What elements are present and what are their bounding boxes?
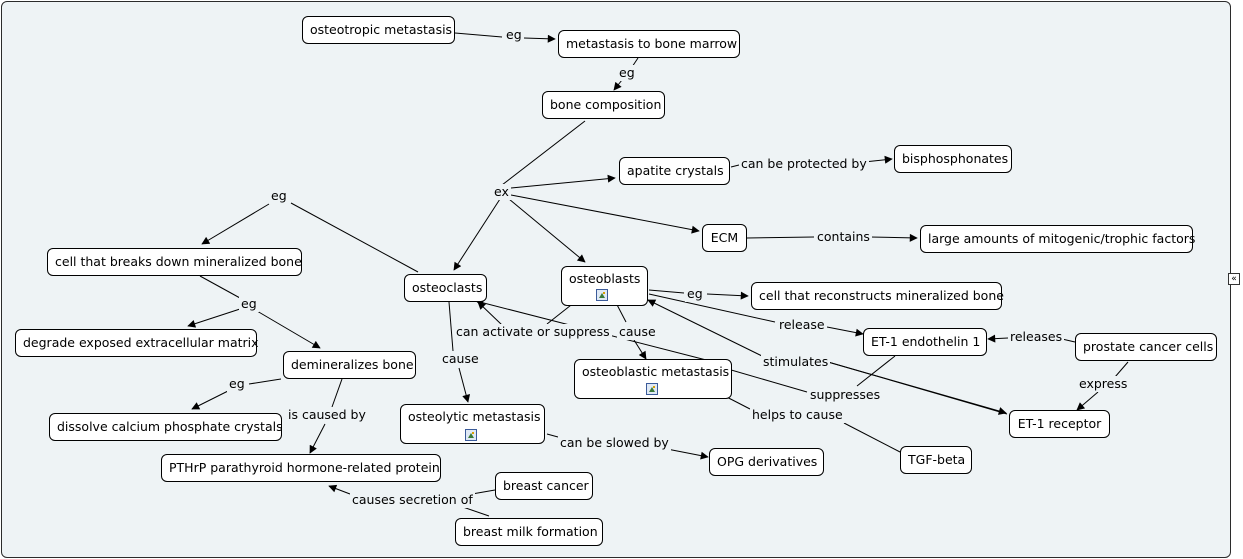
- concept-cell-breaks-down-bone[interactable]: cell that breaks down mineralized bone: [47, 248, 302, 276]
- concept-bone-composition[interactable]: bone composition: [542, 91, 665, 119]
- link-label-eg: eg: [269, 188, 289, 204]
- concept-et1-endothelin[interactable]: ET-1 endothelin 1: [863, 328, 987, 356]
- concept-breast-milk-formation[interactable]: breast milk formation: [455, 518, 603, 546]
- link-label-eg: eg: [504, 27, 524, 43]
- concept-mitogenic-trophic-factors[interactable]: large amounts of mitogenic/trophic facto…: [920, 225, 1195, 253]
- concept-osteotropic-metastasis[interactable]: osteotropic metastasis: [302, 16, 455, 44]
- link-label-stimulates: stimulates: [761, 354, 831, 370]
- link-label-is-caused-by: is caused by: [286, 407, 368, 423]
- link-label-cause: cause: [617, 324, 658, 340]
- link-label-express: express: [1077, 376, 1130, 392]
- link-label-releases: releases: [1008, 329, 1065, 345]
- concept-osteoclasts[interactable]: osteoclasts: [404, 274, 487, 302]
- link-label-eg: eg: [239, 296, 259, 312]
- concept-osteoblasts[interactable]: osteoblasts: [561, 266, 648, 306]
- link-label-cause: cause: [440, 351, 481, 367]
- image-attachment-icon[interactable]: [596, 289, 608, 301]
- link-label-causes-secretion-of: causes secretion of: [350, 492, 475, 508]
- concept-tgf-beta[interactable]: TGF-beta: [900, 446, 972, 474]
- concept-opg-derivatives[interactable]: OPG derivatives: [709, 448, 824, 476]
- concept-prostate-cancer-cells[interactable]: prostate cancer cells: [1075, 333, 1217, 361]
- image-attachment-icon[interactable]: [646, 383, 658, 395]
- link-label-contains: contains: [815, 229, 872, 245]
- concept-osteolytic-metastasis[interactable]: osteolytic metastasis: [400, 404, 545, 444]
- concept-cell-reconstructs-bone[interactable]: cell that reconstructs mineralized bone: [751, 282, 1004, 310]
- collapse-panel-icon[interactable]: «: [1228, 273, 1240, 285]
- link-label-release: release: [777, 317, 827, 333]
- concept-pthrp[interactable]: PTHrP parathyroid hormone-related protei…: [161, 454, 441, 482]
- link-label-eg: eg: [227, 376, 247, 392]
- link-label-can-be-slowed-by: can be slowed by: [558, 435, 671, 451]
- concept-degrade-extracellular-matrix[interactable]: degrade exposed extracellular matrix: [15, 329, 259, 357]
- concept-osteolytic-metastasis-label: osteolytic metastasis: [408, 409, 541, 424]
- concept-et1-receptor[interactable]: ET-1 receptor: [1009, 410, 1110, 438]
- link-label-suppresses: suppresses: [808, 387, 883, 403]
- concept-osteoblasts-label: osteoblasts: [569, 271, 641, 286]
- concept-demineralizes-bone[interactable]: demineralizes bone: [283, 351, 416, 379]
- concept-dissolve-calcium-phosphate[interactable]: dissolve calcium phosphate crystals: [49, 413, 283, 441]
- link-label-helps-to-cause: helps to cause: [750, 407, 845, 423]
- link-label-can-activate-or-suppress: can activate or suppress: [454, 324, 612, 340]
- concept-ecm[interactable]: ECM: [702, 224, 747, 252]
- concept-apatite-crystals[interactable]: apatite crystals: [619, 157, 730, 185]
- concept-osteoblastic-metastasis-label: osteoblastic metastasis: [582, 364, 730, 379]
- link-label-can-be-protected-by: can be protected by: [739, 156, 869, 172]
- link-label-eg: eg: [617, 65, 637, 81]
- link-label-ex: ex: [492, 184, 511, 200]
- link-label-eg: eg: [685, 286, 705, 302]
- concept-bisphosphonates[interactable]: bisphosphonates: [894, 145, 1012, 173]
- image-attachment-icon[interactable]: [465, 429, 477, 441]
- concept-metastasis-to-bone-marrow[interactable]: metastasis to bone marrow: [558, 30, 740, 58]
- concept-breast-cancer[interactable]: breast cancer: [495, 472, 593, 500]
